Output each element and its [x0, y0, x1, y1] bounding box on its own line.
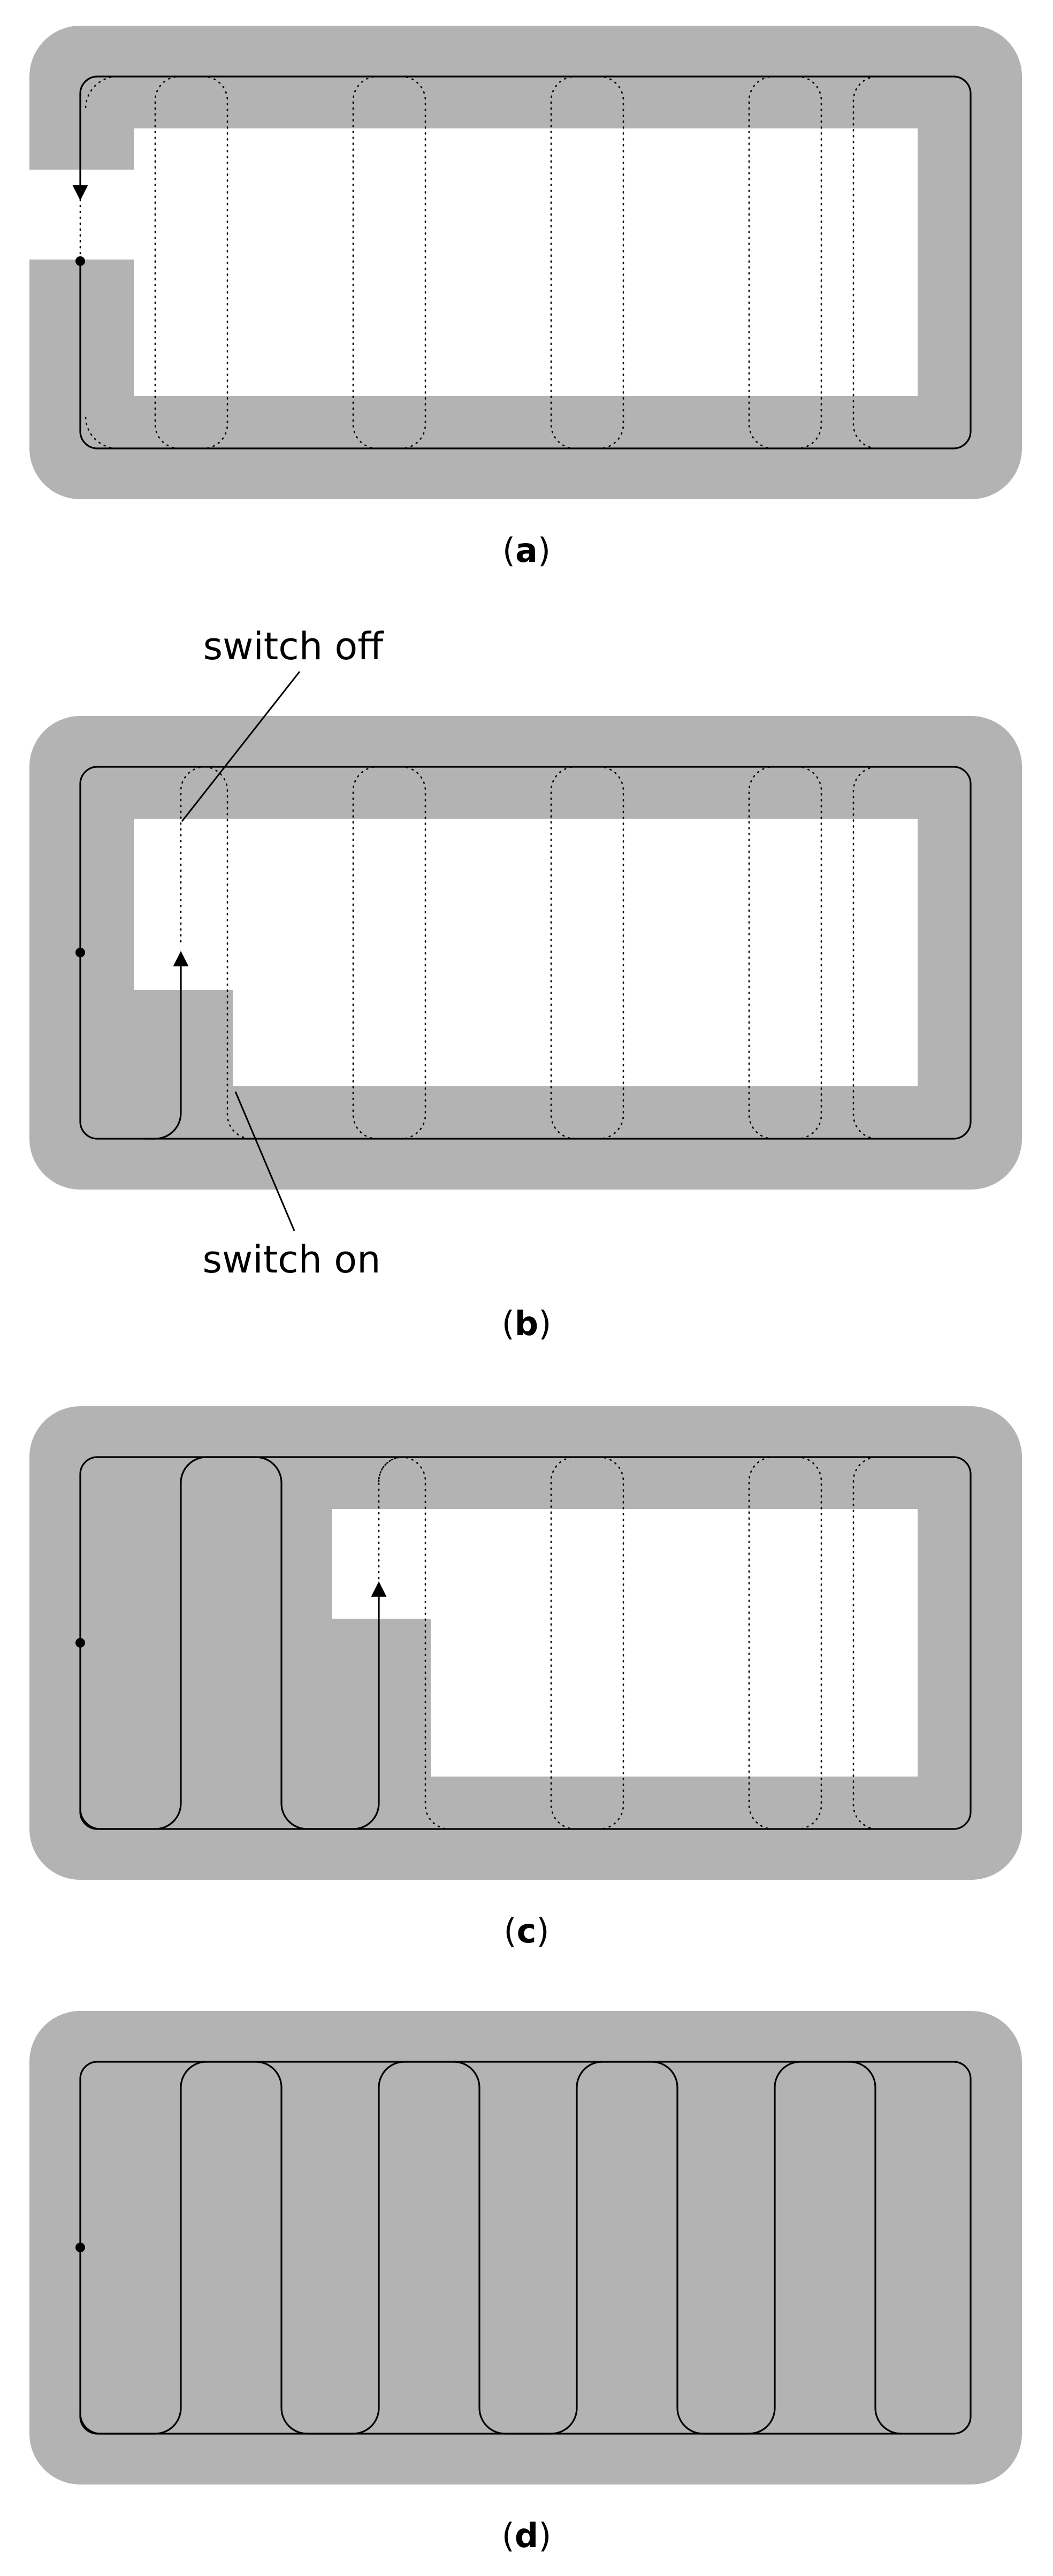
- panel-c-start-dot: [75, 1638, 85, 1648]
- panel-a: (a): [29, 26, 1022, 570]
- panel-d-sweep-path: [75, 2061, 972, 2435]
- panel-a-region: [29, 26, 1022, 499]
- panel-b-caption: (b): [502, 1304, 552, 1343]
- panel-d-start-dot: [75, 2243, 85, 2252]
- panel-c-sweep-path: [75, 1456, 972, 1830]
- panel-b-region: [29, 716, 1022, 1190]
- switch-on-label: switch on: [203, 1238, 381, 1282]
- switch-on-leader: [234, 1091, 295, 1231]
- panel-c-planned-passes: [378, 1456, 900, 1830]
- switch-off-leader: [181, 671, 301, 822]
- panel-a-sweep-path: [72, 75, 972, 449]
- panel-d-caption: (d): [502, 2516, 552, 2555]
- panel-d: (d): [29, 2011, 1022, 2555]
- panel-b-start-dot: [75, 948, 85, 957]
- panel-b-sweep-path: [75, 766, 972, 1140]
- panel-a-start-dot: [75, 256, 85, 266]
- panel-c-caption: (c): [503, 1911, 549, 1950]
- panel-a-caption: (a): [502, 531, 551, 570]
- panel-c-region: [29, 1406, 1022, 1880]
- panel-b-planned-passes: [180, 766, 900, 1140]
- panel-c: (c): [29, 1406, 1022, 1950]
- panel-b: switch off switch on (b): [29, 624, 1022, 1343]
- panel-a-planned-passes: [85, 75, 900, 449]
- panel-d-region: [29, 2011, 1022, 2484]
- switch-off-label: switch off: [203, 624, 385, 668]
